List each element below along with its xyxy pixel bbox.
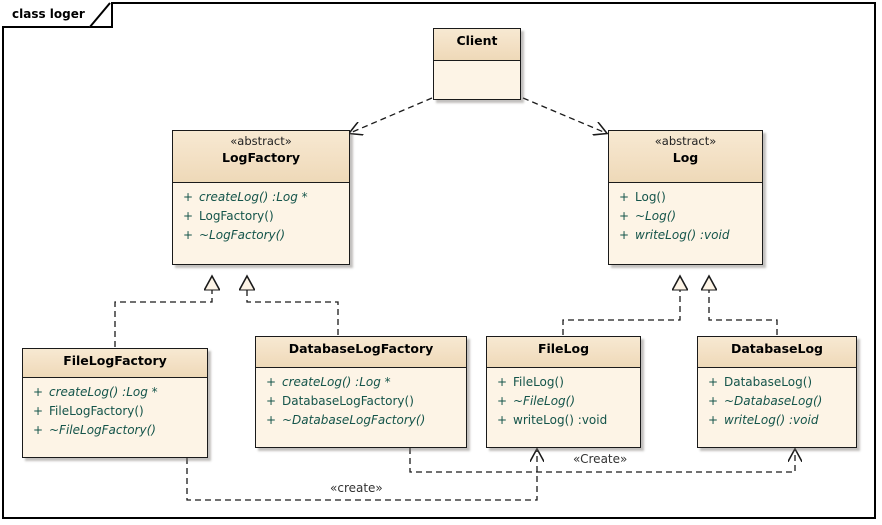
class-body-filelog: + FileLog() + ~FileLog() + writeLog() :v… [487, 368, 640, 447]
class-box-databaselog[interactable]: DatabaseLog + DatabaseLog() + ~DatabaseL… [697, 336, 857, 448]
class-header-databaselog: DatabaseLog [698, 337, 856, 368]
member-signature: FileLogFactory() [49, 404, 144, 418]
member-signature: createLog() :Log * [282, 375, 391, 389]
member-visibility: + [182, 190, 194, 204]
member-signature: ~FileLog() [513, 394, 576, 408]
class-header-databaselogfactory: DatabaseLogFactory [256, 337, 466, 368]
class-body-client [434, 61, 520, 99]
member-row: + DatabaseLogFactory() [260, 392, 462, 411]
class-body-filelogfactory: + createLog() :Log * + FileLogFactory() … [23, 378, 207, 457]
member-visibility: + [618, 209, 630, 223]
member-row: + ~DatabaseLog() [702, 392, 852, 411]
member-signature: writeLog() :void [724, 413, 819, 427]
member-signature: LogFactory() [199, 209, 274, 223]
member-visibility: + [707, 413, 719, 427]
member-visibility: + [32, 423, 44, 437]
member-visibility: + [496, 413, 508, 427]
class-name-logfactory: LogFactory [221, 150, 301, 165]
link-databaselogfactory-realizes-logfactory [247, 276, 339, 335]
class-stereotype-log: «abstract» [654, 134, 717, 148]
class-body-databaselogfactory: + createLog() :Log * + DatabaseLogFactor… [256, 368, 466, 447]
member-row: + ~FileLog() [491, 392, 636, 411]
class-header-filelog: FileLog [487, 337, 640, 368]
member-row: + writeLog() :void [491, 411, 636, 430]
class-box-databaselogfactory[interactable]: DatabaseLogFactory + createLog() :Log * … [255, 336, 467, 448]
link-label-create-upper: «Create» [573, 452, 628, 466]
member-visibility: + [496, 394, 508, 408]
link-label-create-lower: «create» [330, 481, 383, 495]
class-header-client: Client [434, 29, 520, 61]
class-name-databaselogfactory: DatabaseLogFactory [288, 341, 434, 356]
member-visibility: + [496, 375, 508, 389]
class-name-client: Client [456, 33, 498, 48]
link-databaselog-realizes-log [709, 276, 778, 335]
member-signature: ~Log() [635, 209, 677, 223]
member-row: + createLog() :Log * [260, 373, 462, 392]
class-name-databaselog: DatabaseLog [730, 341, 824, 356]
member-row: + createLog() :Log * [27, 383, 203, 402]
member-visibility: + [618, 228, 630, 242]
member-signature: Log() [635, 190, 666, 204]
link-filelogfactory-creates-filelog [186, 450, 537, 501]
member-row: + Log() [613, 188, 758, 207]
member-visibility: + [707, 375, 719, 389]
class-header-filelogfactory: FileLogFactory [23, 349, 207, 378]
member-visibility: + [32, 385, 44, 399]
member-signature: createLog() :Log * [199, 190, 308, 204]
member-row: + ~Log() [613, 207, 758, 226]
member-signature: DatabaseLogFactory() [282, 394, 414, 408]
member-signature: ~DatabaseLog() [724, 394, 823, 408]
class-box-log[interactable]: «abstract» Log + Log() + ~Log() + writeL… [608, 130, 763, 265]
member-row: + DatabaseLog() [702, 373, 852, 392]
member-row: + writeLog() :void [702, 411, 852, 430]
class-name-filelogfactory: FileLogFactory [63, 353, 167, 368]
member-visibility: + [182, 228, 194, 242]
class-body-databaselog: + DatabaseLog() + ~DatabaseLog() + write… [698, 368, 856, 447]
class-box-filelog[interactable]: FileLog + FileLog() + ~FileLog() + write… [486, 336, 641, 448]
class-box-filelogfactory[interactable]: FileLogFactory + createLog() :Log * + Fi… [22, 348, 208, 458]
member-visibility: + [182, 209, 194, 223]
member-visibility: + [265, 394, 277, 408]
member-visibility: + [265, 413, 277, 427]
member-row: + FileLog() [491, 373, 636, 392]
member-signature: createLog() :Log * [49, 385, 158, 399]
class-body-log: + Log() + ~Log() + writeLog() :void [609, 183, 762, 264]
member-signature: writeLog() :void [513, 413, 608, 427]
link-client-to-logfactory [350, 97, 433, 133]
class-box-client[interactable]: Client [433, 28, 521, 100]
member-signature: DatabaseLog() [724, 375, 813, 389]
member-visibility: + [707, 394, 719, 408]
member-row: + FileLogFactory() [27, 402, 203, 421]
class-header-logfactory: «abstract» LogFactory [173, 131, 349, 183]
class-stereotype-logfactory: «abstract» [230, 134, 292, 148]
class-header-log: «abstract» Log [609, 131, 762, 183]
diagram-frame-title-label: class loger [12, 7, 85, 21]
member-signature: ~FileLogFactory() [49, 423, 156, 437]
member-signature: ~DatabaseLogFactory() [282, 413, 426, 427]
member-row: + ~DatabaseLogFactory() [260, 411, 462, 430]
member-visibility: + [265, 375, 277, 389]
member-visibility: + [618, 190, 630, 204]
member-row: + ~FileLogFactory() [27, 421, 203, 440]
class-name-log: Log [672, 150, 699, 165]
class-body-logfactory: + createLog() :Log * + LogFactory() + ~L… [173, 183, 349, 264]
member-signature: FileLog() [513, 375, 564, 389]
member-row: + ~LogFactory() [177, 226, 345, 245]
link-filelog-realizes-log [562, 276, 680, 335]
member-row: + createLog() :Log * [177, 188, 345, 207]
member-signature: writeLog() :void [635, 228, 730, 242]
member-row: + LogFactory() [177, 207, 345, 226]
link-client-to-log [522, 97, 606, 133]
member-visibility: + [32, 404, 44, 418]
class-box-logfactory[interactable]: «abstract» LogFactory + createLog() :Log… [172, 130, 350, 265]
link-filelogfactory-realizes-logfactory [114, 276, 212, 347]
class-name-filelog: FileLog [537, 341, 590, 356]
link-databaselogfactory-creates-databaselog [409, 448, 795, 473]
frame-tab-corner-icon [89, 2, 111, 28]
member-signature: ~LogFactory() [199, 228, 285, 242]
member-row: + writeLog() :void [613, 226, 758, 245]
